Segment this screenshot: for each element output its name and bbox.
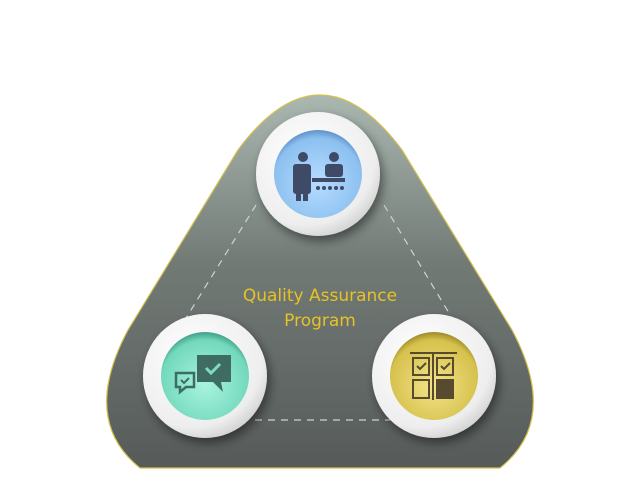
dashed-connectors xyxy=(185,204,453,421)
node-checklist[interactable] xyxy=(372,314,496,438)
center-title: Quality Assurance Program xyxy=(170,284,470,334)
node-feedback[interactable] xyxy=(143,314,267,438)
checklist-board-icon xyxy=(410,352,457,400)
center-title-line1: Quality Assurance xyxy=(242,286,398,306)
chat-check-bubbles-icon xyxy=(174,355,231,395)
center-title-line2: Program xyxy=(284,311,356,331)
production-line-workers-icon xyxy=(293,152,345,201)
node-production[interactable] xyxy=(256,112,380,236)
